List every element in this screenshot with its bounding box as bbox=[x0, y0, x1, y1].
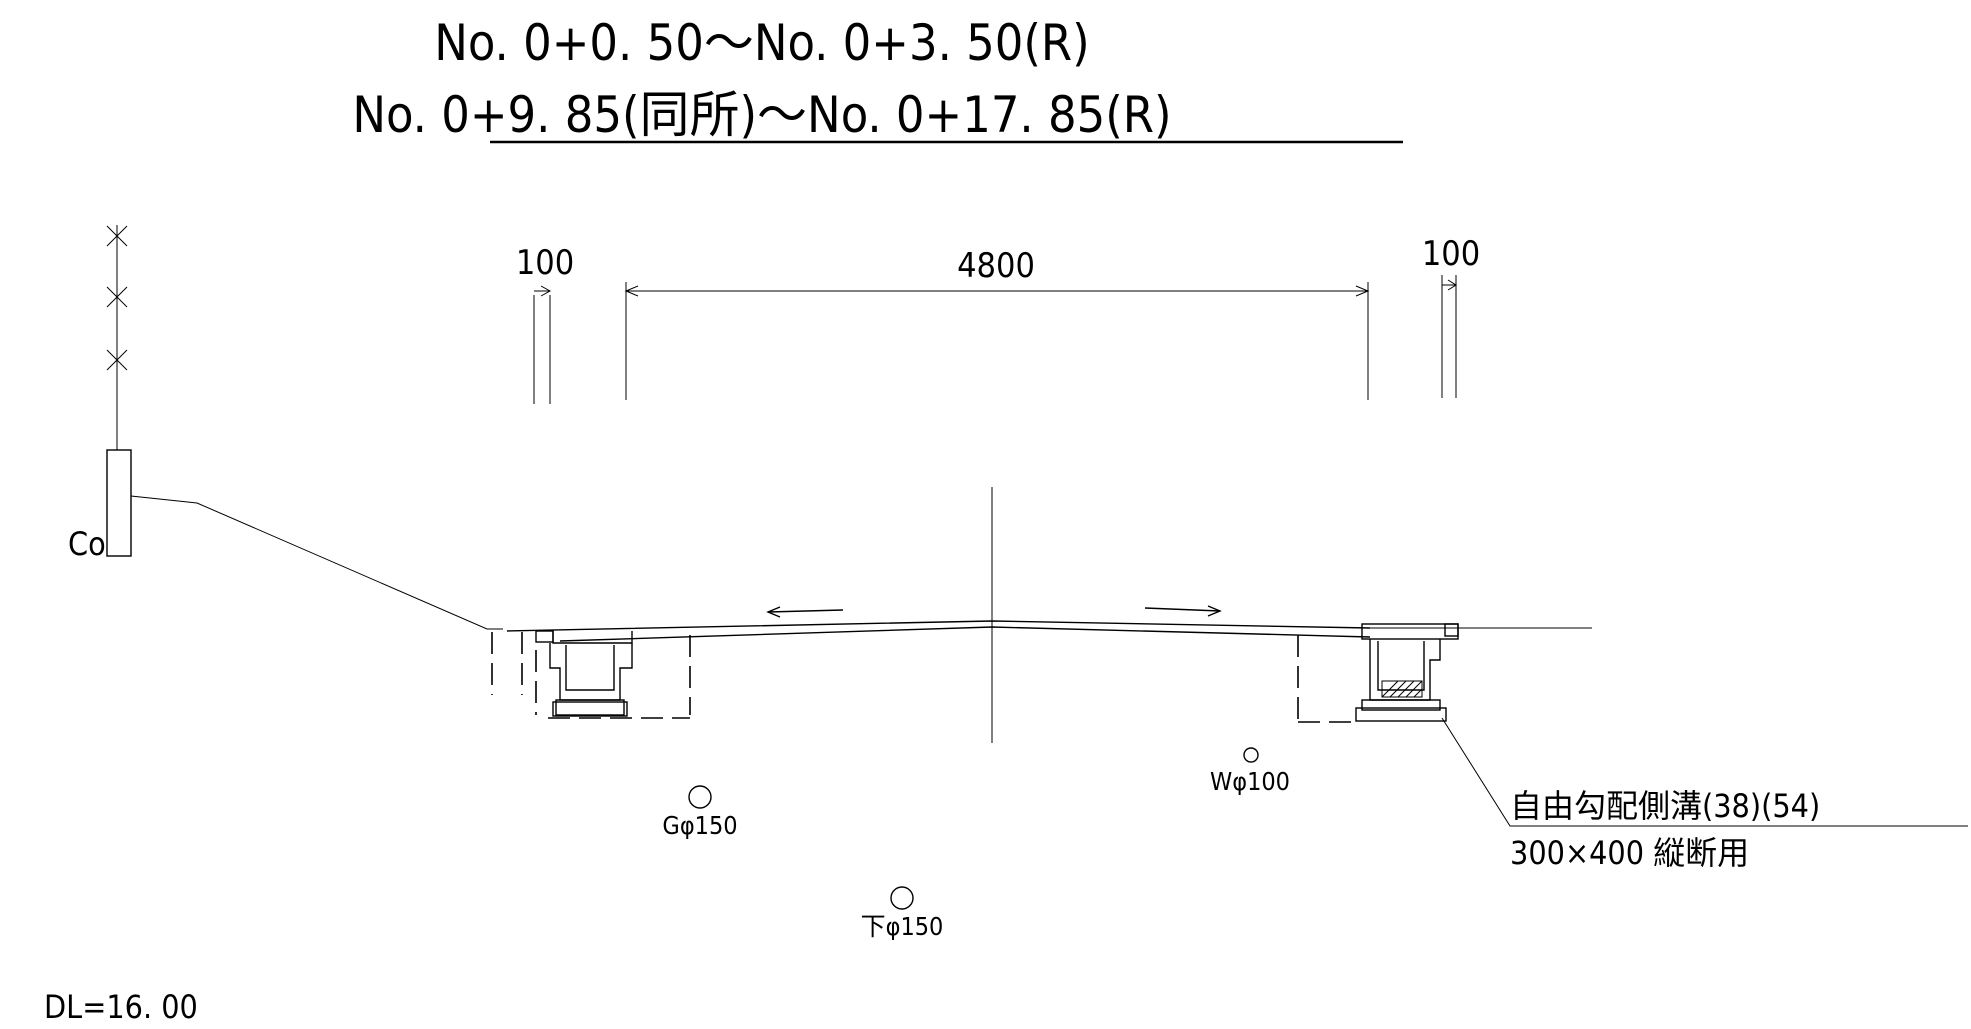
dimension-right-100 bbox=[1441, 275, 1457, 398]
gas-pipe-icon bbox=[688, 785, 712, 809]
ditch-callout-leader bbox=[1441, 717, 1968, 827]
title-line-1: No. 0+0. 50～No. 0+3. 50(R) bbox=[434, 14, 1089, 72]
ditch-callout-line-2: 300×400 縦断用 bbox=[1510, 834, 1749, 872]
right-slope-arrow-icon bbox=[1144, 605, 1222, 617]
water-pipe-label: Wφ100 bbox=[1210, 767, 1290, 796]
sewer-pipe-label: 下φ150 bbox=[861, 912, 944, 941]
concrete-wall bbox=[106, 449, 132, 557]
dimension-left-label: 100 bbox=[516, 243, 574, 283]
dimension-right-label: 100 bbox=[1422, 234, 1480, 274]
dimension-road-label: 4800 bbox=[957, 246, 1035, 286]
embankment-slope bbox=[130, 495, 503, 630]
datum-level-label: DL=16. 00 bbox=[44, 988, 198, 1026]
ditch-callout-line-1: 自由勾配側溝(38)(54) bbox=[1510, 787, 1820, 825]
road-pavement bbox=[506, 620, 1592, 642]
left-slope-arrow-icon bbox=[766, 606, 844, 618]
water-pipe-icon bbox=[1243, 747, 1259, 763]
title-line-2: No. 0+9. 85(同所)～No. 0+17. 85(R) bbox=[352, 86, 1171, 144]
left-side-ditch bbox=[535, 630, 633, 717]
sewer-pipe-icon bbox=[890, 886, 914, 910]
right-ditch-hatch bbox=[1381, 680, 1423, 698]
concrete-label: Co bbox=[68, 525, 106, 563]
right-side-ditch bbox=[1355, 623, 1459, 722]
left-trench-excavation bbox=[491, 632, 691, 719]
dimension-road-4800 bbox=[624, 282, 1370, 400]
gas-pipe-label: Gφ150 bbox=[662, 811, 737, 840]
fence-icon bbox=[106, 225, 128, 450]
right-trench-excavation bbox=[1297, 635, 1356, 723]
dimension-left-100 bbox=[533, 285, 552, 404]
